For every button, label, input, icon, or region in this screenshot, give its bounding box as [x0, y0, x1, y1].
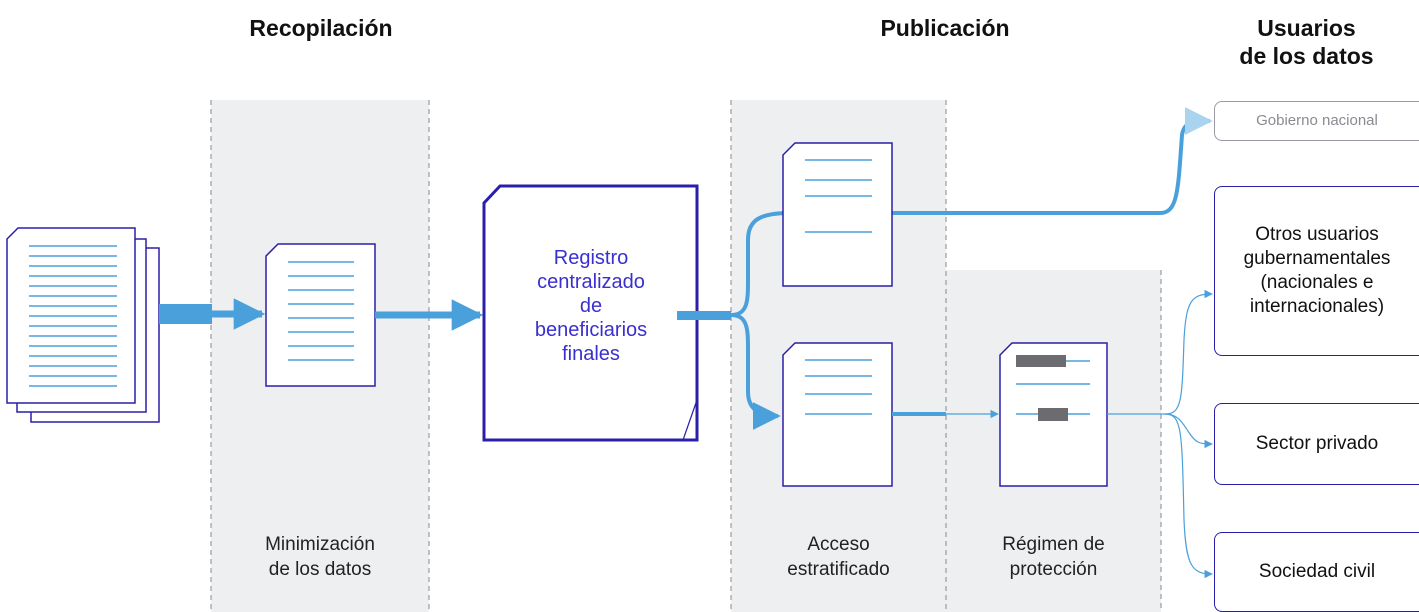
flow-arrow-thick — [159, 304, 212, 324]
zone-label-tiered-access: Acceso estratificado — [787, 534, 890, 580]
minimized-document-icon — [265, 243, 376, 387]
zone-dividers — [210, 100, 1162, 612]
flow-branch-top — [730, 107, 1213, 317]
flow-arrow-registry-out — [677, 311, 731, 320]
protected-document-icon — [999, 342, 1108, 487]
source-documents-icon — [6, 227, 160, 423]
header-users: Usuarios de los datos — [1239, 15, 1374, 69]
user-box-otros-usuarios: Otros usuarios gubernamentales (nacional… — [1214, 186, 1419, 356]
header-collection: Recopilación — [249, 15, 393, 41]
registry-label: Registro centralizado de beneficiarios f… — [534, 247, 648, 365]
user-box-gobierno-nacional: Gobierno nacional — [1214, 101, 1419, 141]
tiered-document-top-icon — [782, 142, 893, 287]
zone-label-minimization: Minimización de los datos — [265, 534, 375, 580]
user-box-sector-privado: Sector privado — [1214, 403, 1419, 485]
central-registry-box — [482, 184, 699, 442]
zone-label-protection: Régimen de protección — [1002, 534, 1105, 580]
header-publication: Publicación — [880, 15, 1010, 41]
tiered-document-bottom-icon — [782, 342, 893, 487]
flow-branch-bottom — [730, 313, 781, 430]
user-box-sociedad-civil: Sociedad civil — [1214, 532, 1419, 612]
flow-fan-to-users — [1107, 289, 1213, 579]
